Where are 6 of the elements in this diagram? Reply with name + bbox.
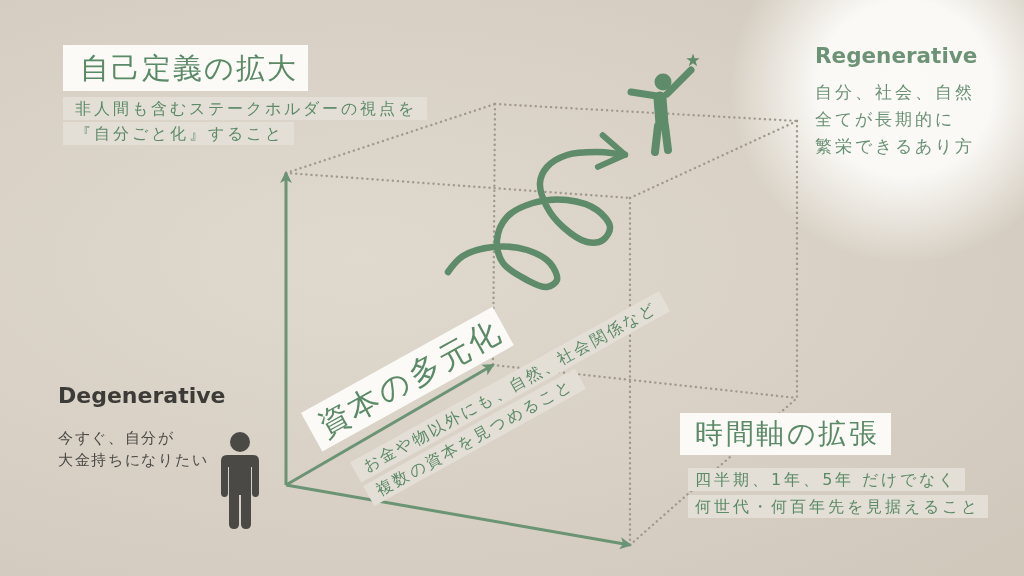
heading-text: Regenerative bbox=[815, 43, 978, 68]
description-text: 自分、社会、自然全てが長期的に繁栄できるあり方 bbox=[815, 81, 976, 158]
description-text: 今すぐ、自分が大金持ちになりたい bbox=[58, 428, 210, 471]
heading-text: Degenerative bbox=[58, 383, 226, 409]
section-heading: 自己定義の拡大 bbox=[63, 45, 308, 91]
section-heading: 時間軸の拡張 bbox=[680, 413, 891, 455]
